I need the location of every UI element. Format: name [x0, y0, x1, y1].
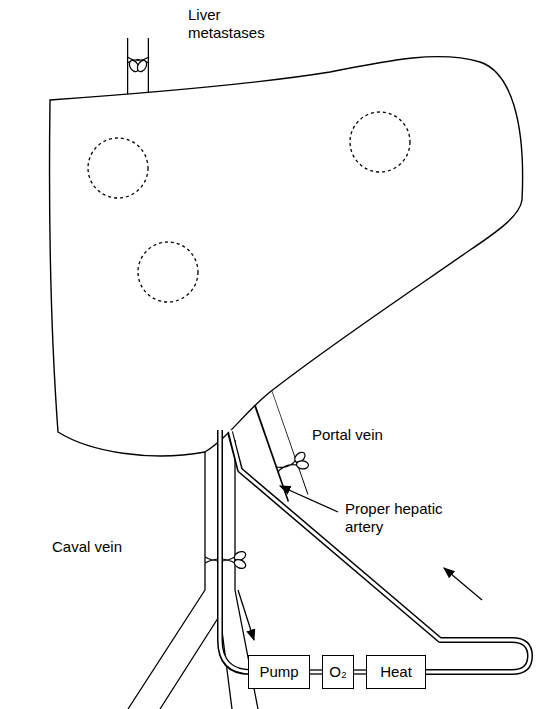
tube-line: [354, 669, 366, 670]
box-label: O₂: [329, 663, 347, 681]
tube-line: [310, 673, 322, 674]
anatomy-label: Liver metastases: [188, 6, 274, 42]
tube-line: [310, 669, 322, 670]
box-label: Heat: [380, 663, 412, 681]
tube-connector: [354, 670, 366, 674]
anatomy-label: Proper hepatic artery: [345, 500, 457, 536]
tube-connector: [310, 670, 322, 674]
device-box: Heat: [366, 655, 426, 689]
tube-line: [354, 673, 366, 674]
device-box: Pump: [248, 655, 310, 689]
liver-outline: [49, 57, 522, 456]
device-box: O₂: [322, 655, 354, 689]
box-label: Pump: [259, 663, 298, 681]
anatomy-label: Portal vein: [312, 426, 412, 444]
anatomy-label: Caval vein: [52, 538, 142, 556]
